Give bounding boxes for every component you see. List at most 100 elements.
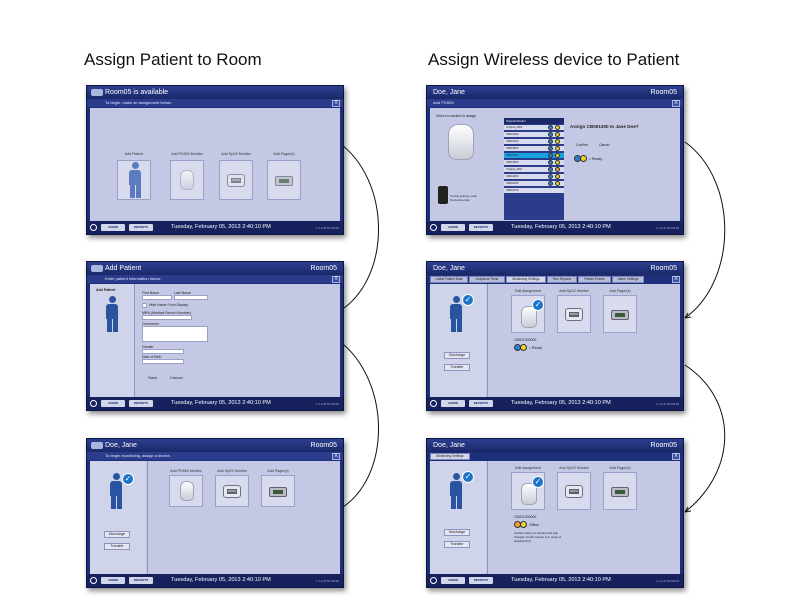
add-pager-card[interactable] xyxy=(603,295,637,333)
dob-field[interactable] xyxy=(142,359,184,364)
close-button[interactable]: X xyxy=(672,100,680,107)
version: v 1.0.4778.31134 xyxy=(316,226,339,230)
tab-run-reports[interactable]: Run Reports xyxy=(547,276,577,283)
room-name: Room05 xyxy=(650,265,677,272)
statusbar: ADMIN REPORTS Tuesday, February 05, 2013… xyxy=(87,397,343,410)
admin-button[interactable]: ADMIN xyxy=(101,577,125,584)
add-pager-card[interactable] xyxy=(267,160,301,200)
person-icon xyxy=(444,296,468,334)
content-area: Add Patient First Name Last Name Hide Na… xyxy=(90,284,340,397)
discharge-button[interactable]: Discharge xyxy=(104,531,130,538)
close-button[interactable]: X xyxy=(332,453,340,460)
transfer-button[interactable]: Transfer xyxy=(444,364,470,371)
arrow-r1-r2 xyxy=(684,141,726,319)
room-icon xyxy=(91,265,103,272)
room-icon xyxy=(91,442,103,449)
add-pg500-card[interactable] xyxy=(169,475,203,507)
reports-button[interactable]: REPORTS xyxy=(469,400,493,407)
list-item[interactable]: Original_0003 xyxy=(504,125,564,131)
list-item[interactable]: CB001000 xyxy=(504,132,564,138)
add-pg500-card[interactable] xyxy=(170,160,204,200)
transfer-button[interactable]: Transfer xyxy=(444,541,470,548)
edit-assignment-card[interactable]: ✓ xyxy=(511,295,545,333)
logo-icon xyxy=(430,400,437,407)
edit-assignment-label: Edit Assignment xyxy=(515,466,541,470)
mrn-field[interactable] xyxy=(142,315,192,320)
first-name-field[interactable] xyxy=(142,295,172,300)
patient-panel: ✓ Discharge Transfer xyxy=(90,461,146,574)
admin-button[interactable]: ADMIN xyxy=(101,224,125,231)
titlebar: Doe, Jane Room05 xyxy=(87,439,343,452)
admin-button[interactable]: ADMIN xyxy=(101,400,125,407)
transfer-button[interactable]: Transfer xyxy=(104,543,130,550)
reports-button[interactable]: REPORTS xyxy=(129,577,153,584)
statusbar: ADMIN REPORTS Tuesday, February 05, 2013… xyxy=(87,574,343,587)
list-item-selected[interactable]: CB001400 xyxy=(504,153,564,159)
yellow-status-icon xyxy=(580,155,587,162)
logo-icon xyxy=(90,400,97,407)
close-button[interactable]: X xyxy=(672,276,680,283)
comments-field[interactable] xyxy=(142,326,208,342)
hide-name-label: Hide Name From Display xyxy=(149,303,189,307)
list-item[interactable]: CB001900 xyxy=(504,174,564,180)
dob-label: Date of Birth xyxy=(142,355,162,359)
list-item[interactable]: CB001500 xyxy=(504,160,564,166)
discharge-button[interactable]: Discharge xyxy=(444,529,470,536)
yellow-status-icon xyxy=(520,521,527,528)
left-column-title: Assign Patient to Room xyxy=(84,50,262,69)
add-spo2-card[interactable]: SPO2 xyxy=(557,295,591,333)
list-item[interactable]: CB001500 xyxy=(504,146,564,152)
close-button[interactable]: X xyxy=(672,453,680,460)
list-item[interactable]: CB002000 xyxy=(504,181,564,187)
status-date: Tuesday, February 05, 2013 2:40:10 PM xyxy=(511,224,611,230)
pg500-monitor-icon xyxy=(180,481,194,501)
reports-button[interactable]: REPORTS xyxy=(129,224,153,231)
cancel-button[interactable]: Cancel xyxy=(170,375,183,380)
version: v 1.0.4778.31134 xyxy=(316,402,339,406)
confirm-button[interactable]: Confirm xyxy=(576,143,588,147)
tab-graphical-trend[interactable]: Graphical Trend xyxy=(469,276,505,283)
add-spo2-card[interactable]: SPO2 xyxy=(215,475,249,507)
arrow-r1-r2-head xyxy=(684,312,692,319)
add-pager-card[interactable] xyxy=(603,472,637,510)
admin-button[interactable]: ADMIN xyxy=(441,400,465,407)
logo-icon xyxy=(430,577,437,584)
window-title: Doe, Jane xyxy=(433,89,465,96)
tab-patient-events[interactable]: Patient Events xyxy=(578,276,611,283)
reports-button[interactable]: REPORTS xyxy=(129,400,153,407)
tab-latest-patient-data[interactable]: Latest Patient Data xyxy=(430,276,468,283)
edit-assignment-label: Edit Assignment xyxy=(515,289,541,293)
add-pager-card[interactable] xyxy=(261,475,295,507)
screen-assign-device: Doe, Jane Room05 To begin monitoring, as… xyxy=(86,438,344,588)
hide-name-checkbox[interactable] xyxy=(142,303,147,308)
reports-button[interactable]: REPORTS xyxy=(469,577,493,584)
list-item[interactable]: CB001200 xyxy=(504,139,564,145)
edit-assignment-card[interactable]: ✓ xyxy=(511,472,545,510)
admin-button[interactable]: ADMIN xyxy=(441,577,465,584)
list-item[interactable]: CB001700 xyxy=(504,188,564,194)
cancel-button[interactable]: Cancel xyxy=(599,143,610,147)
reports-button[interactable]: REPORTS xyxy=(469,224,493,231)
gender-select[interactable] xyxy=(142,349,184,354)
close-button[interactable]: X xyxy=(332,100,340,107)
tab-monitoring-settings[interactable]: Monitoring Settings xyxy=(506,276,546,283)
tab-monitoring-settings[interactable]: Monitoring Settings xyxy=(430,453,470,460)
add-spo2-label: Add SpO2 Monitor xyxy=(559,289,589,293)
last-name-field[interactable] xyxy=(174,295,208,300)
tab-alarm-settings[interactable]: Alarm Settings xyxy=(612,276,644,283)
add-spo2-card[interactable]: SPO2 xyxy=(219,160,253,200)
check-icon: ✓ xyxy=(532,299,544,311)
device-id: CB001300000 xyxy=(514,338,537,342)
add-spo2-card[interactable]: SPO2 xyxy=(557,472,591,510)
add-patient-card[interactable] xyxy=(117,160,151,200)
titlebar: Doe, Jane Room05 xyxy=(427,262,683,275)
version: v 1.0.4778.31134 xyxy=(656,579,679,583)
screen-room-available: Room05 is available To begin, make an as… xyxy=(86,85,344,235)
save-button[interactable]: Save xyxy=(148,375,158,380)
list-item[interactable]: Original_0002 xyxy=(504,167,564,173)
discharge-button[interactable]: Discharge xyxy=(444,352,470,359)
titlebar: Room05 is available xyxy=(87,86,343,99)
admin-button[interactable]: ADMIN xyxy=(441,224,465,231)
device-id: CB001300000 xyxy=(514,515,537,519)
close-button[interactable]: X xyxy=(332,276,340,283)
